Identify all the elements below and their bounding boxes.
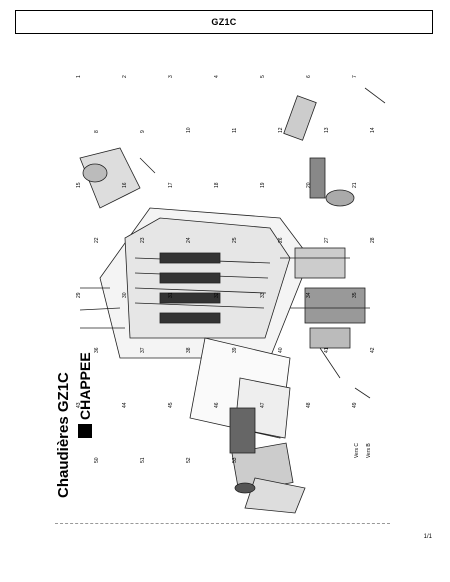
part-number-label: 17 <box>168 182 174 188</box>
part-number-label: 46 <box>214 402 220 408</box>
part-number-label: 20 <box>306 182 312 188</box>
part-number-label: 41 <box>324 347 330 353</box>
part-number-label: 33 <box>260 292 266 298</box>
part-number-label: 50 <box>94 457 100 463</box>
part-number-label: 11 <box>232 128 238 133</box>
part-number-label: 30 <box>122 292 128 298</box>
part-number-label: 25 <box>232 237 238 243</box>
part-number-label: 42 <box>370 347 376 353</box>
part-number-label: 23 <box>140 237 146 243</box>
part-number-label: 29 <box>76 292 82 298</box>
part-number-label: 14 <box>370 127 376 133</box>
note-vers-b: Vers B <box>366 443 372 458</box>
part-number-label: 3 <box>168 75 174 78</box>
page-number: 1/1 <box>423 534 432 540</box>
part-number-label: 13 <box>324 127 330 133</box>
note-vers-c: Vers C <box>354 443 360 458</box>
part-number-label: 1 <box>76 75 82 78</box>
part-number-label: 34 <box>306 292 312 298</box>
part-number-label: 24 <box>186 237 192 243</box>
part-number-label: 21 <box>352 182 358 188</box>
part-number-label: 8 <box>94 130 100 133</box>
part-number-label: 40 <box>278 347 284 353</box>
document-title: GZ1C <box>211 17 237 27</box>
part-number-label: 32 <box>214 292 220 298</box>
brand-title-text: Chaudières GZ1C <box>55 372 72 498</box>
part-number-label: 10 <box>186 127 192 133</box>
part-number-label: 26 <box>278 237 284 243</box>
part-number-label: 52 <box>186 457 192 463</box>
part-number-label: 53 <box>232 457 238 463</box>
document-header: GZ1C <box>15 10 433 34</box>
part-number-label: 44 <box>122 402 128 408</box>
part-number-label: 47 <box>260 402 266 408</box>
part-number-label: 9 <box>140 130 146 133</box>
page-divider <box>55 523 390 524</box>
part-number-label: 49 <box>352 402 358 408</box>
part-number-label: 18 <box>214 182 220 188</box>
part-number-label: 4 <box>214 75 220 78</box>
part-number-label: 7 <box>352 75 358 78</box>
part-number-label: 19 <box>260 182 266 188</box>
part-number-label: 5 <box>260 75 266 78</box>
brand-logo-text: CHAPPEE <box>77 352 93 420</box>
part-number-label: 51 <box>140 457 146 463</box>
part-number-label: 28 <box>370 237 376 243</box>
part-number-label: 35 <box>352 292 358 298</box>
part-number-label: 39 <box>232 347 238 353</box>
part-number-label: 6 <box>306 75 312 78</box>
part-number-label: 31 <box>168 292 174 298</box>
part-number-label: 37 <box>140 347 146 353</box>
part-number-label: 45 <box>168 402 174 408</box>
part-number-label: 16 <box>122 182 128 188</box>
part-number-label: 12 <box>278 127 284 133</box>
part-number-label: 15 <box>76 182 82 188</box>
part-number-label: 2 <box>122 75 128 78</box>
part-number-label: 48 <box>306 402 312 408</box>
part-number-label: 27 <box>324 237 330 243</box>
part-number-label: 22 <box>94 237 100 243</box>
part-number-label: 43 <box>76 402 82 408</box>
part-number-label: 38 <box>186 347 192 353</box>
part-number-label: 36 <box>94 347 100 353</box>
